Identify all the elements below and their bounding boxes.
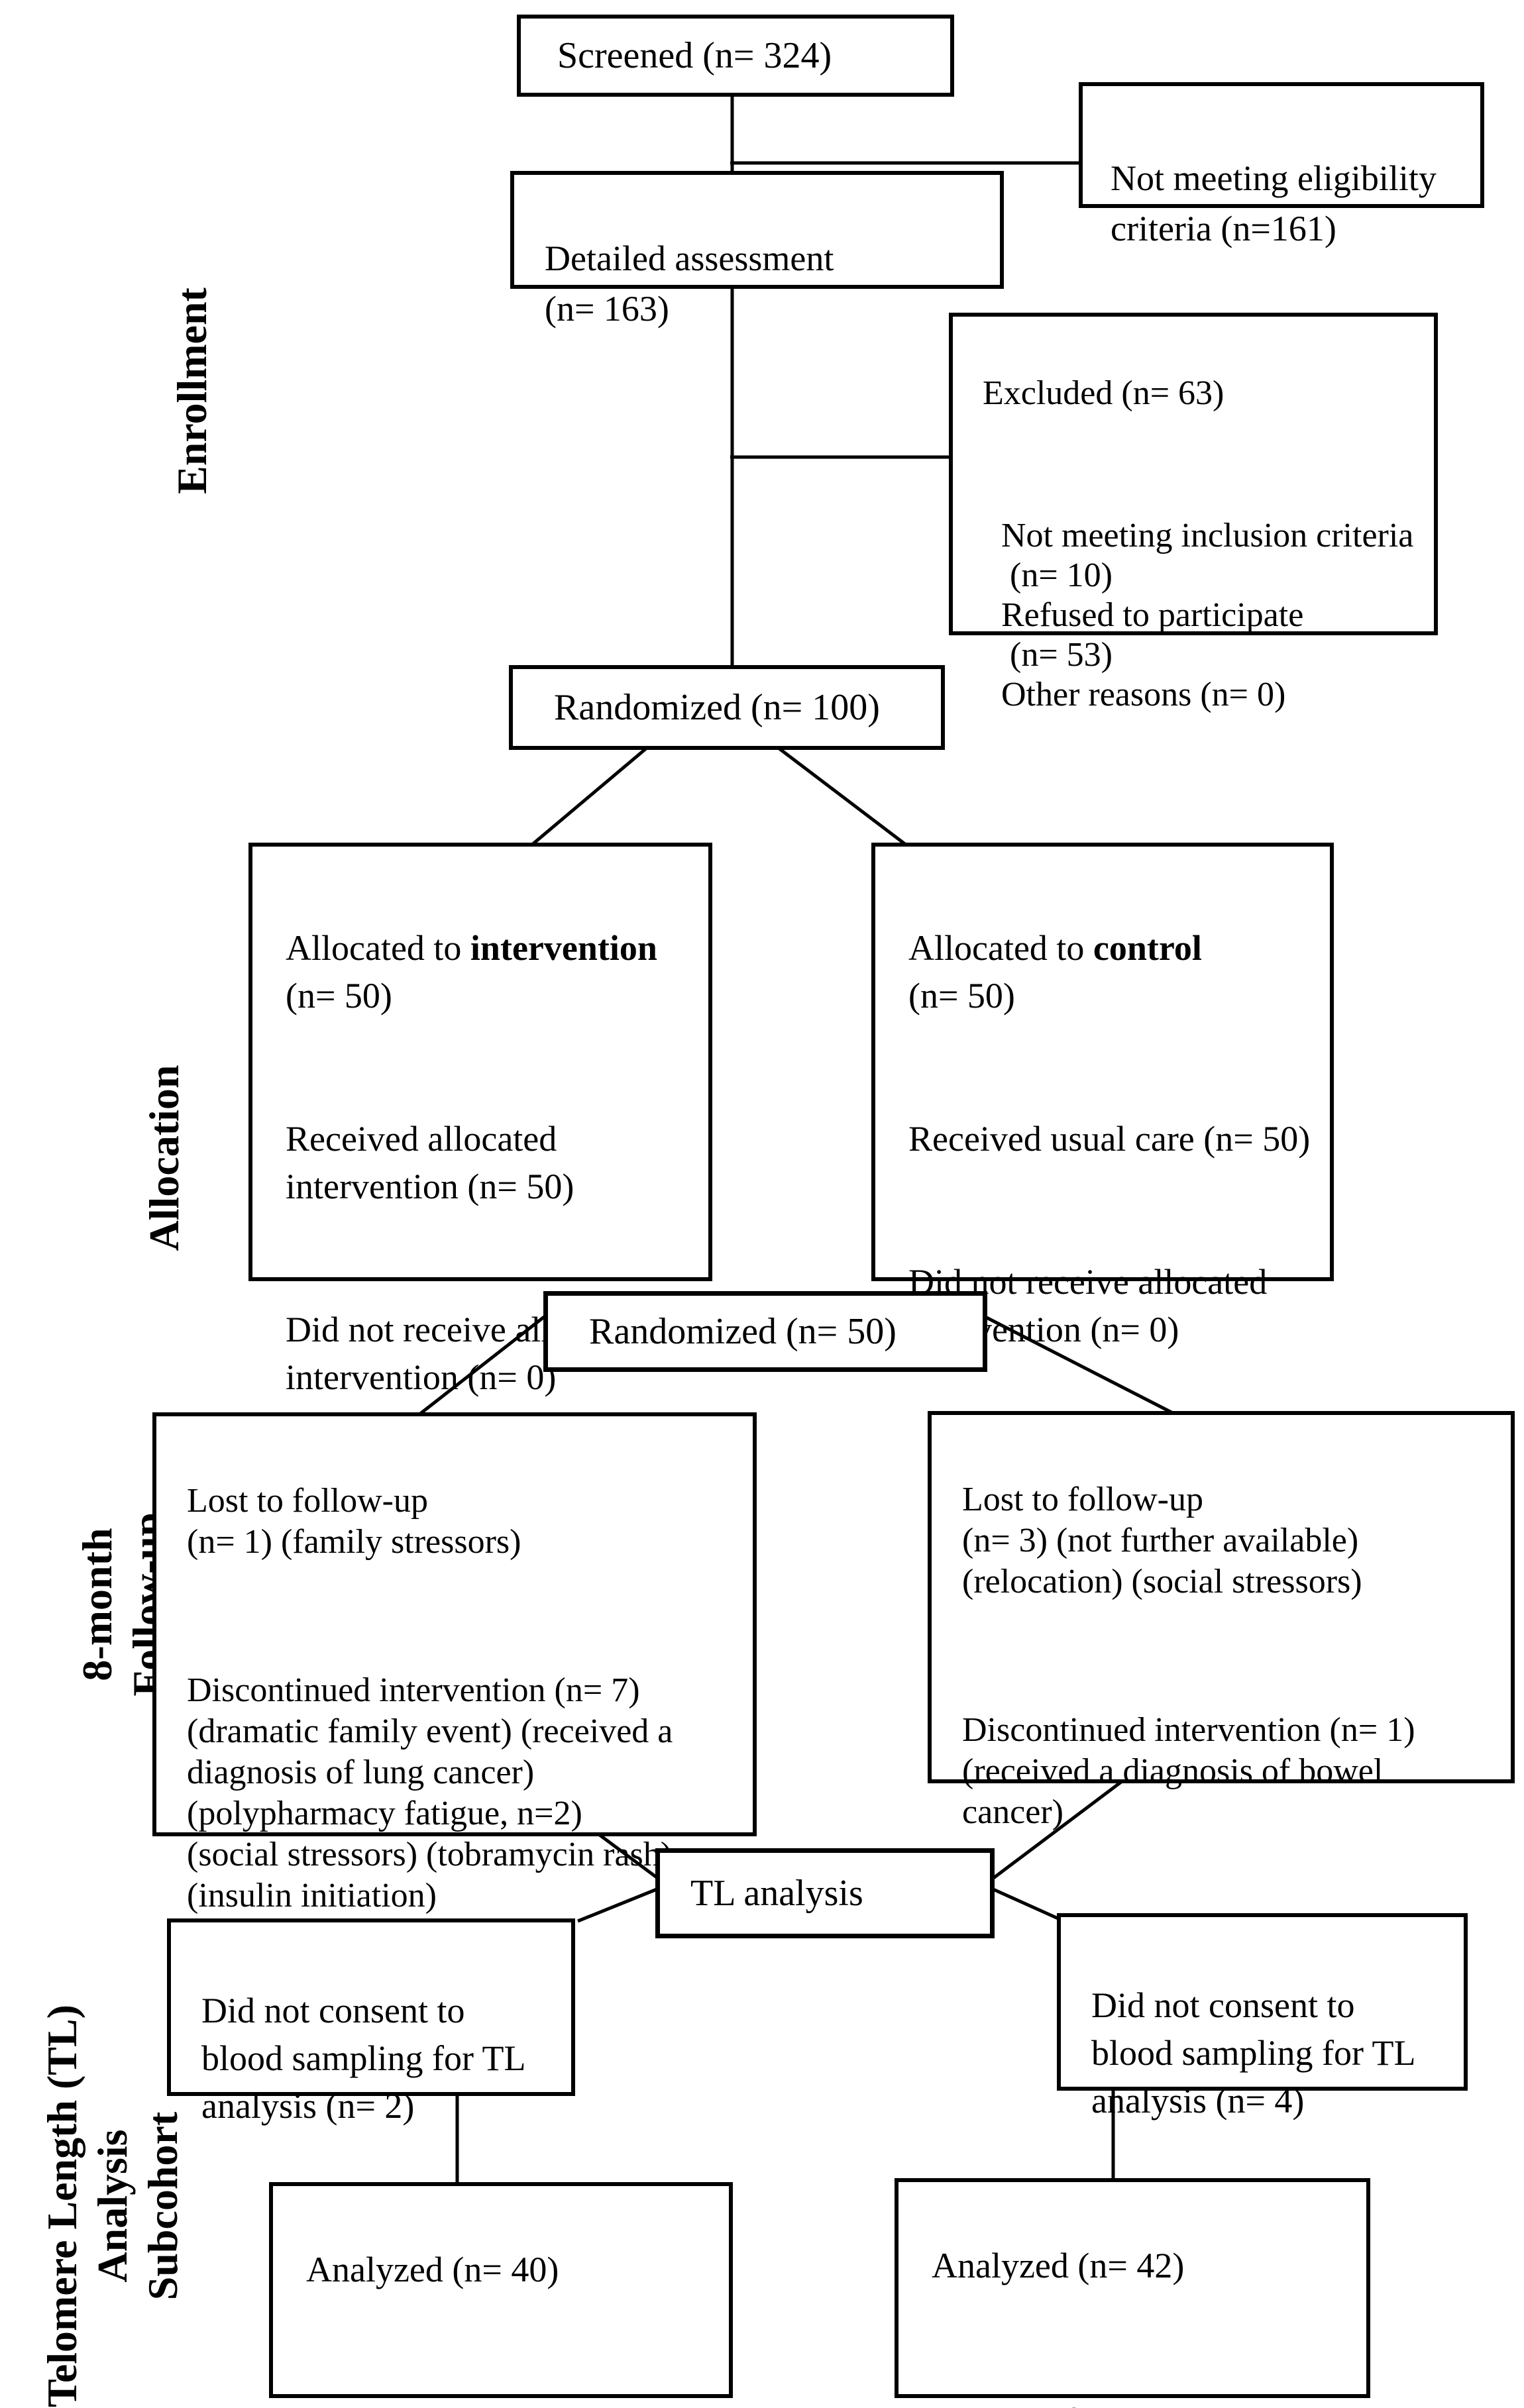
box-followup-intervention: Lost to follow-up (n= 1) (family stresso…	[152, 1412, 757, 1914]
allocated-intervention-arm: intervention	[470, 928, 657, 968]
excluded-reasons: Not meeting inclusion criteria (n= 10) R…	[1001, 517, 1414, 713]
analyzed-control-count: Analyzed (n= 42)	[932, 2246, 1185, 2285]
no-consent-intervention-text: Did not consent to blood sampling for TL…	[201, 1991, 526, 2126]
allocated-intervention-n: (n= 50)	[286, 976, 392, 1016]
box-allocated-control: Allocated to control (n= 50) Received us…	[871, 843, 1334, 1349]
box-randomized-50: Randomized (n= 50)	[543, 1291, 987, 1372]
analyzed-control-excluded: Excluded from analysis (n= 0) (ITT appro…	[932, 2399, 1352, 2408]
not-meeting-eligibility-text: Not meeting eligibility criteria (n=161)	[1111, 158, 1437, 248]
screened-text: Screened (n= 324)	[557, 35, 832, 76]
box-randomized-100: Randomized (n= 100)	[509, 665, 945, 750]
connector-randomized50-followup-left	[418, 1316, 545, 1416]
allocated-intervention-prefix: Allocated to	[286, 928, 470, 968]
allocated-control-n: (n= 50)	[908, 976, 1015, 1016]
discontinued-intervention-text: Discontinued intervention (n= 7) (dramat…	[187, 1671, 673, 1914]
box-analyzed-control: Analyzed (n= 42) Excluded from analysis …	[895, 2178, 1370, 2408]
box-screened: Screened (n= 324)	[517, 15, 954, 97]
received-usual-care-text: Received usual care (n= 50)	[908, 1119, 1311, 1159]
connector-tl-consent-right	[992, 1887, 1061, 1921]
lost-to-followup-control-text: Lost to follow-up (n= 3) (not further av…	[962, 1481, 1362, 1600]
discontinued-control-text: Discontinued intervention (n= 1) (receiv…	[962, 1711, 1415, 1831]
allocated-control-arm: control	[1093, 928, 1202, 968]
connector-tl-consent-left	[577, 1887, 657, 1923]
detailed-assessment-text: Detailed assessment (n= 163)	[545, 238, 834, 329]
excluded-title: Excluded (n= 63)	[983, 374, 1225, 412]
box-not-meeting-eligibility: Not meeting eligibility criteria (n=161)	[1079, 82, 1484, 248]
allocated-control-heading: Allocated to control (n= 50)	[908, 924, 1313, 1020]
box-excluded: Excluded (n= 63) Not meeting inclusion c…	[949, 313, 1438, 713]
box-no-consent-control: Did not consent to blood sampling for TL…	[1057, 1913, 1468, 2120]
lost-to-followup-intervention-text: Lost to follow-up (n= 1) (family stresso…	[187, 1482, 521, 1561]
analyzed-intervention-excluded: Excluded from analysis (n= 0) (ITT appro…	[306, 2403, 714, 2408]
allocated-intervention-heading: Allocated to intervention (n= 50)	[286, 924, 692, 1020]
randomized-100-text: Randomized (n= 100)	[554, 687, 880, 728]
received-intervention-text: Received allocated intervention (n= 50)	[286, 1119, 574, 1206]
box-allocated-intervention: Allocated to intervention (n= 50) Receiv…	[248, 843, 712, 1397]
connector-followup-right-tl	[991, 1781, 1122, 1880]
connector-randomized100-alloc-right	[778, 747, 907, 846]
box-followup-control: Lost to follow-up (n= 3) (not further av…	[928, 1411, 1515, 1831]
allocated-control-prefix: Allocated to	[908, 928, 1093, 968]
connector-randomized50-followup-right	[984, 1315, 1174, 1415]
box-no-consent-intervention: Did not consent to blood sampling for TL…	[167, 1918, 575, 2126]
stage-label-enrollment: Enrollment	[168, 288, 215, 494]
box-tl-analysis: TL analysis	[655, 1848, 995, 1938]
randomized-50-text: Randomized (n= 50)	[589, 1311, 897, 1352]
tl-analysis-text: TL analysis	[690, 1873, 863, 1914]
analyzed-intervention-count: Analyzed (n= 40)	[306, 2250, 559, 2289]
box-analyzed-intervention: Analyzed (n= 40) Excluded from analysis …	[269, 2182, 733, 2408]
connector-randomized100-alloc-left	[531, 747, 647, 846]
stage-label-allocation: Allocation	[140, 1065, 188, 1251]
box-detailed-assessment: Detailed assessment (n= 163)	[510, 171, 1004, 329]
no-consent-control-text: Did not consent to blood sampling for TL…	[1091, 1985, 1416, 2120]
connector-followup-left-tl	[598, 1833, 658, 1879]
